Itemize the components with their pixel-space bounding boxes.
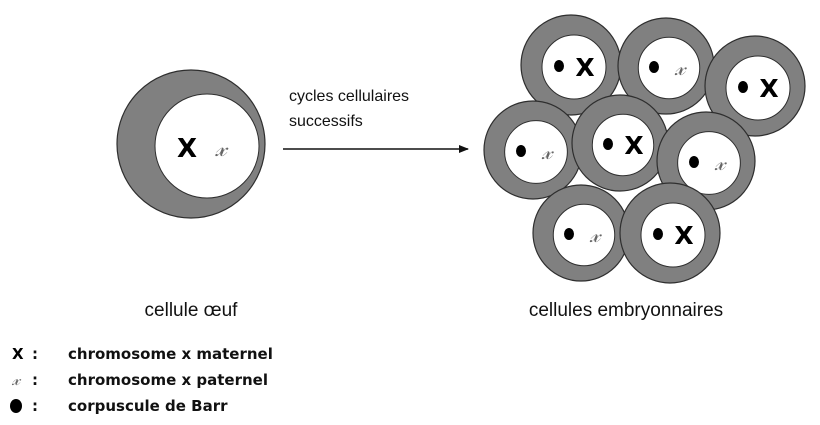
embryo-cell: 𝓍 [617, 17, 715, 115]
legend-paternal-symbol: 𝓍 [11, 370, 22, 390]
embryo-nucleus [640, 202, 706, 268]
legend-maternal-text: chromosome x maternel [68, 345, 273, 363]
arrow-label-line1: cycles cellulaires [289, 88, 409, 105]
legend-barr-text: corpuscule de Barr [68, 397, 228, 415]
embryo-nucleus [552, 203, 616, 267]
barr-body-icon [653, 228, 663, 240]
embryo-nucleus [591, 113, 655, 177]
arrow-label-line2: successifs [289, 113, 363, 130]
embryo-nucleus [637, 36, 701, 100]
barr-body-icon [649, 61, 659, 73]
legend-separator: : [32, 345, 38, 363]
barr-body-icon [564, 228, 574, 240]
barr-body-icon [603, 138, 613, 150]
division-arrow: cycles cellulaires successifs [283, 88, 469, 153]
egg-maternal-x: X [177, 134, 197, 164]
legend: X : chromosome x maternel 𝓍 : chromosome… [10, 345, 273, 415]
barr-body-icon [516, 145, 526, 157]
egg-cell-label: cellule œuf [145, 300, 239, 321]
legend-separator: : [32, 397, 38, 415]
paternal-x-chromosome: 𝓍 [589, 223, 602, 248]
barr-dot-icon [10, 399, 22, 413]
paternal-x-chromosome: 𝓍 [714, 151, 727, 176]
egg-paternal-x: 𝓍 [214, 134, 229, 162]
embryo-nucleus [541, 34, 607, 100]
embryo-nucleus [504, 120, 568, 184]
paternal-x-chromosome: 𝓍 [541, 140, 554, 165]
maternal-x-chromosome: X [674, 221, 693, 250]
barr-body-icon [738, 81, 748, 93]
egg-nucleus [154, 93, 260, 199]
legend-separator: : [32, 371, 38, 389]
embryo-cell: 𝓍 [532, 184, 630, 282]
embryo-cell: X [571, 94, 669, 192]
embryo-cell: X [520, 14, 622, 116]
embryo-label: cellules embryonnaires [529, 300, 723, 321]
maternal-x-chromosome: X [624, 131, 643, 160]
legend-item-maternal: X : chromosome x maternel [12, 345, 273, 363]
legend-item-paternal: 𝓍 : chromosome x paternel [11, 370, 268, 390]
barr-body-icon [689, 156, 699, 168]
embryo-cell: 𝓍 [483, 100, 583, 200]
embryo-cell: X [619, 182, 721, 284]
legend-paternal-text: chromosome x paternel [68, 371, 268, 389]
embryo-nucleus [725, 55, 791, 121]
legend-item-barr: : corpuscule de Barr [10, 397, 228, 415]
maternal-x-chromosome: X [575, 53, 594, 82]
embryo-cell: X [704, 35, 806, 137]
maternal-x-chromosome: X [759, 74, 778, 103]
paternal-x-chromosome: 𝓍 [674, 56, 687, 81]
barr-body-icon [554, 60, 564, 72]
legend-maternal-symbol: X [12, 345, 24, 363]
egg-cell: X 𝓍 [116, 69, 266, 219]
embryo-nucleus [677, 131, 741, 195]
